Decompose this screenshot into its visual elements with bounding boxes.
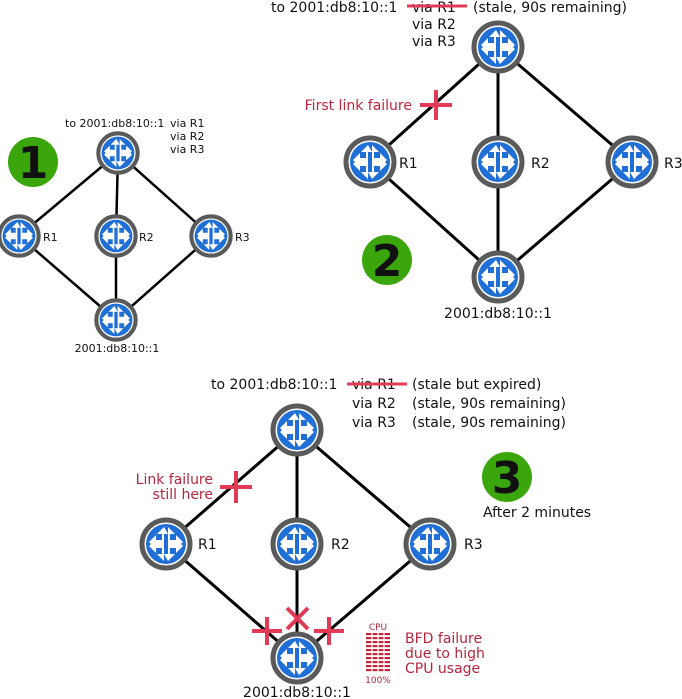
router-icon xyxy=(191,216,230,255)
via-r2-label: via R2 xyxy=(170,130,204,143)
via-r1-note: (stale, 90s remaining) xyxy=(473,0,627,16)
link-failure-mark xyxy=(220,471,252,503)
router-icon xyxy=(0,216,39,255)
route-dest-label: to 2001:db8:10::1 xyxy=(65,117,164,130)
link-failure-mark xyxy=(420,90,452,120)
router-icon xyxy=(273,406,321,454)
via-r2-label: via R2 xyxy=(352,396,396,412)
router-r1-label: R1 xyxy=(399,156,418,172)
link-r3-dest xyxy=(497,160,633,279)
router-icon xyxy=(142,520,190,568)
link-failure-mark xyxy=(252,617,282,645)
via-r2-label: via R2 xyxy=(412,17,456,33)
via-r3-label: via R3 xyxy=(412,34,456,50)
step-number-1: 1 xyxy=(18,138,49,189)
step-badge-2 xyxy=(362,235,412,285)
via-r3-label: via R3 xyxy=(170,143,204,156)
router-icon xyxy=(96,300,135,339)
bfd-failure-line1: BFD failure xyxy=(405,631,482,647)
via-r1-label: via R1 xyxy=(412,0,456,16)
router-icon xyxy=(96,216,135,255)
via-r1-label: via R1 xyxy=(170,117,204,130)
dest-router-label: 2001:db8:10::1 xyxy=(243,685,351,699)
dest-router-label: 2001:db8:10::1 xyxy=(75,342,160,355)
step-number-2: 2 xyxy=(372,236,403,287)
failure-label-line2: still here xyxy=(153,487,213,503)
via-r2-note: (stale, 90s remaining) xyxy=(412,396,566,412)
after-label: After 2 minutes xyxy=(483,505,591,521)
router-icon xyxy=(273,634,321,682)
link-failure-mark xyxy=(314,617,344,645)
router-icon xyxy=(474,253,522,301)
panel-2: 2 to 2001:db8:10::1 via R1 (stale, 90s r… xyxy=(271,0,682,322)
via-r1-note: (stale but expired) xyxy=(412,377,541,393)
link-top-r3 xyxy=(497,45,633,164)
router-icon xyxy=(406,520,454,568)
router-icon xyxy=(346,138,394,186)
via-r3-label: via R3 xyxy=(352,415,396,431)
failure-label: First link failure xyxy=(305,98,412,114)
link-r1-dest xyxy=(165,542,298,660)
router-r2-label: R2 xyxy=(331,537,350,553)
bfd-failure-line3: CPU usage xyxy=(405,661,480,677)
link-r3-dest xyxy=(296,542,431,660)
panel-1: 1 to 2001:db8:10::1 via R1 via R2 via R3… xyxy=(0,117,250,355)
router-icon xyxy=(98,133,137,172)
router-r3-label: R3 xyxy=(664,156,682,172)
dest-router-label: 2001:db8:10::1 xyxy=(444,306,552,322)
bfd-failure-line2: due to high xyxy=(405,646,485,662)
router-r1-label: R1 xyxy=(43,231,58,244)
router-icon xyxy=(474,23,522,71)
router-icon xyxy=(608,138,656,186)
panel-3: 3 After 2 minutes to 2001:db8:10::1 via … xyxy=(136,377,591,699)
router-r3-label: R3 xyxy=(464,537,483,553)
bfd-failure-x xyxy=(285,606,310,631)
router-r2-label: R2 xyxy=(139,231,154,244)
router-r2-label: R2 xyxy=(531,156,550,172)
step-badge-1 xyxy=(8,137,58,187)
link-top-r3 xyxy=(296,428,431,546)
router-r3-label: R3 xyxy=(235,231,250,244)
link-r1-dest xyxy=(368,160,500,279)
router-icon xyxy=(474,138,522,186)
step-badge-3 xyxy=(482,452,532,502)
step-number-3: 3 xyxy=(492,453,523,504)
router-r1-label: R1 xyxy=(198,537,217,553)
via-r3-note: (stale, 90s remaining) xyxy=(412,415,566,431)
cpu-meter-top-label: CPU xyxy=(369,623,387,633)
route-dest-label: to 2001:db8:10::1 xyxy=(211,377,337,393)
route-dest-label: to 2001:db8:10::1 xyxy=(271,0,397,16)
cpu-meter-bottom-label: 100% xyxy=(365,676,391,686)
failure-label-line1: Link failure xyxy=(136,472,213,488)
cpu-meter-icon: CPU 100% xyxy=(365,623,391,686)
router-icon xyxy=(273,520,321,568)
